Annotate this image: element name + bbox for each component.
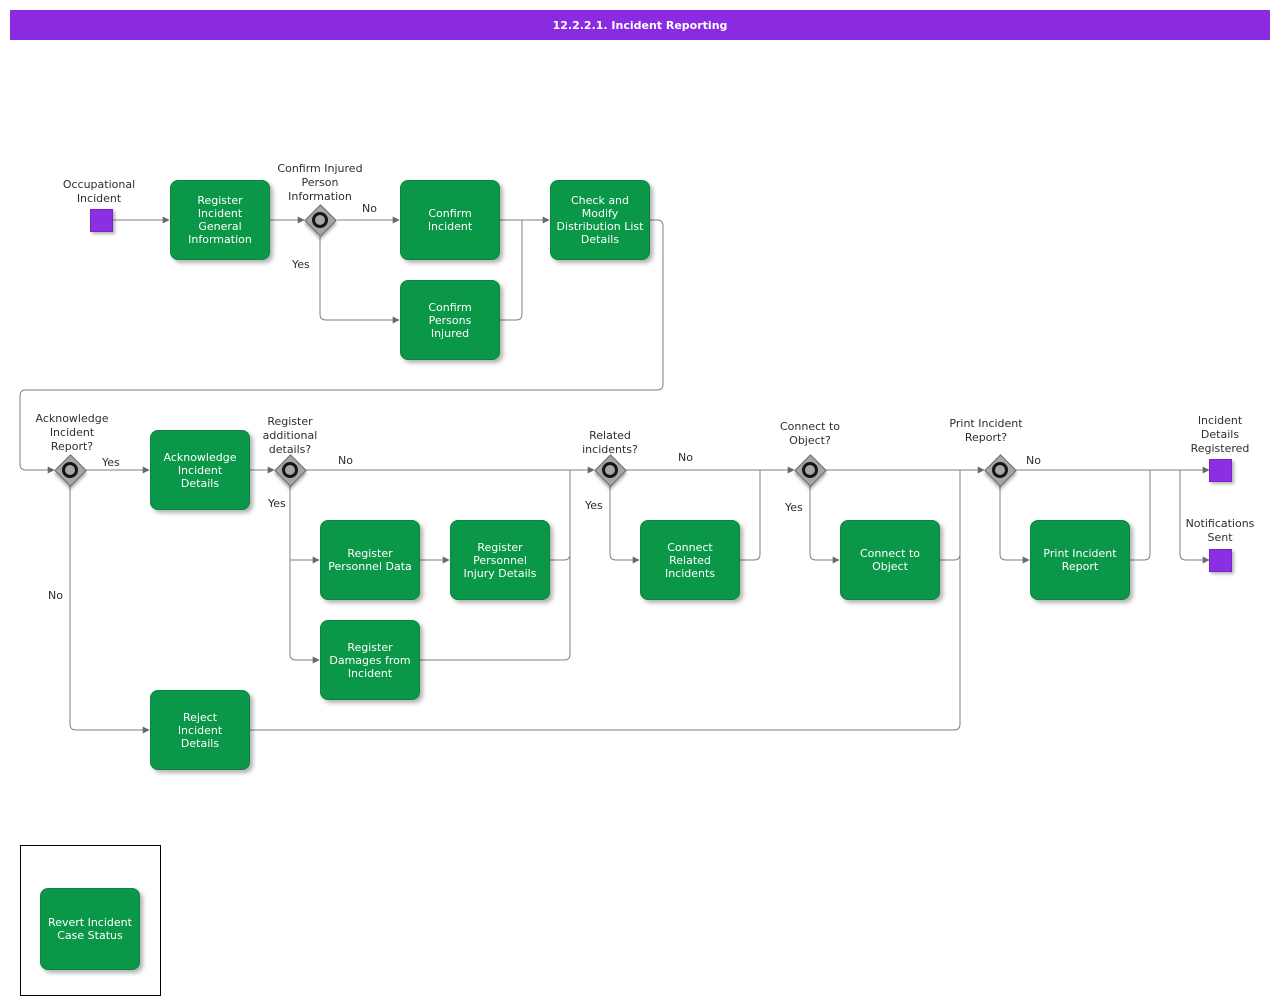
edge-label-no: No <box>1026 454 1041 467</box>
end-event-incident-details-registered <box>1209 459 1232 482</box>
edge-gwE-yes-print <box>999 485 1030 564</box>
edge-split-notifications <box>1179 470 1210 564</box>
revert-frame <box>20 845 161 996</box>
label-confirm-injured: Confirm Injured Person Information <box>277 162 363 203</box>
label-notifications-sent: Notifications Sent <box>1185 517 1255 544</box>
title-bar: 12.2.2.1. Incident Reporting <box>10 10 1270 40</box>
task-register-incident-general-information: Register Incident General Information <box>170 180 270 260</box>
edge-connect-object-merge <box>940 470 961 561</box>
edge-reject-merge <box>250 556 961 731</box>
label-occupational-incident: Occupational Incident <box>62 178 136 205</box>
gateway-related-incidents <box>594 454 627 487</box>
edge-gw1-yes-confirm-persons <box>319 237 400 324</box>
label-register-additional: Register additional details? <box>262 415 318 456</box>
task-register-personnel-data: Register Personnel Data <box>320 520 420 600</box>
edge-label-no: No <box>338 454 353 467</box>
task-print-incident-report: Print Incident Report <box>1030 520 1130 600</box>
gateway-print-incident-report <box>984 454 1017 487</box>
edge-label-yes: Yes <box>585 499 603 512</box>
edge-gwB-yes-damages <box>289 485 320 664</box>
label-incident-details-registered: Incident Details Registered <box>1190 414 1250 455</box>
edge-gwC-yes-connect-related <box>609 485 640 564</box>
label-acknowledge-report: Acknowledge Incident Report? <box>35 412 109 453</box>
gateway-circle-icon <box>62 462 78 478</box>
gateway-circle-icon <box>282 462 298 478</box>
edge-gwD-yes-connect-object <box>809 485 840 564</box>
gateway-circle-icon <box>802 462 818 478</box>
edge-injury-merge <box>550 470 571 561</box>
label-print-incident-report-q: Print Incident Report? <box>949 417 1023 444</box>
task-acknowledge-incident-details: Acknowledge Incident Details <box>150 430 250 510</box>
edge-label-no: No <box>362 202 377 215</box>
label-related-incidents: Related incidents? <box>582 429 638 456</box>
gateway-connect-to-object <box>794 454 827 487</box>
edge-label-yes: Yes <box>785 501 803 514</box>
gateway-acknowledge-incident-report <box>54 454 87 487</box>
task-reject-incident-details: Reject Incident Details <box>150 690 250 770</box>
gateway-register-additional-details <box>274 454 307 487</box>
gateway-circle-icon <box>602 462 618 478</box>
task-register-personnel-injury-details: Register Personnel Injury Details <box>450 520 550 600</box>
edge-print-merge <box>1130 470 1151 561</box>
task-register-damages-from-incident: Register Damages from Incident <box>320 620 420 700</box>
edge-label-no: No <box>48 589 63 602</box>
task-check-modify-distribution-list: Check and Modify Distribution List Detai… <box>550 180 650 260</box>
task-confirm-persons-injured: Confirm Persons Injured <box>400 280 500 360</box>
edge-check-to-gwA <box>19 219 664 474</box>
gateway-circle-icon <box>312 212 328 228</box>
task-revert-incident-case-status: Revert Incident Case Status <box>40 888 140 970</box>
start-event-occupational-incident <box>90 209 113 232</box>
gateway-circle-icon <box>992 462 1008 478</box>
label-connect-to-object-q: Connect to Object? <box>779 420 841 447</box>
page-title: 12.2.2.1. Incident Reporting <box>552 18 728 32</box>
edge-connect-related-merge <box>740 470 761 561</box>
edge-label-yes: Yes <box>268 497 286 510</box>
edge-gwA-no-reject <box>69 485 150 734</box>
edge-label-yes: Yes <box>292 258 310 271</box>
edge-label-no: No <box>678 451 693 464</box>
edge-label-yes: Yes <box>102 456 120 469</box>
task-connect-to-object: Connect to Object <box>840 520 940 600</box>
task-connect-related-incidents: Connect Related Incidents <box>640 520 740 600</box>
end-event-notifications-sent <box>1209 549 1232 572</box>
gateway-confirm-injured-person-information <box>304 204 337 237</box>
task-confirm-incident: Confirm Incident <box>400 180 500 260</box>
edge-damages-merge <box>420 556 571 661</box>
edge-confirm-persons-merge <box>500 220 523 321</box>
